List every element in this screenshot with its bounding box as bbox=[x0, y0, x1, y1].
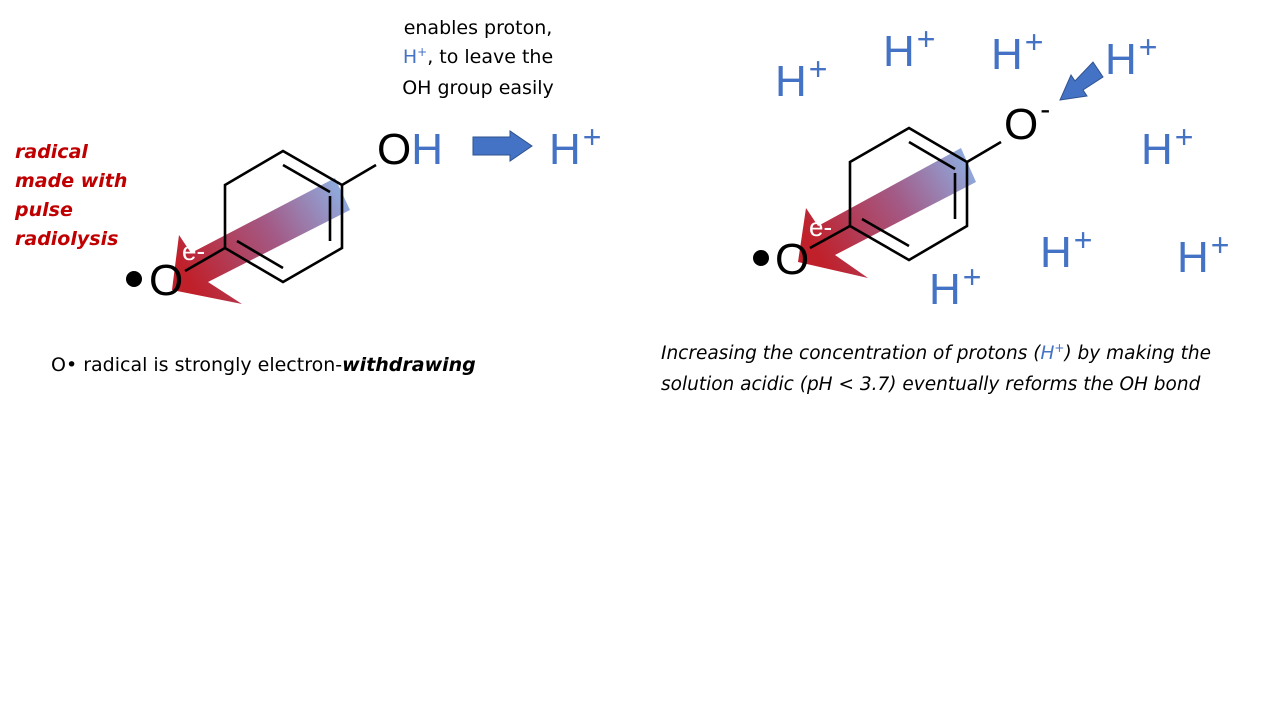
proton-symbol-plus: + bbox=[1054, 341, 1065, 355]
hydroxyl-group-left: OH bbox=[377, 128, 443, 172]
proton-plus: + bbox=[582, 119, 602, 155]
right-caption-line-1: Increasing the concentration of protons … bbox=[661, 341, 1212, 364]
proton-cloud-item: H+ bbox=[1141, 119, 1194, 174]
electron-label-right: e- bbox=[809, 212, 833, 242]
oxygen-atom-o-minus: O bbox=[1004, 100, 1039, 149]
left-caption: O• radical is strongly electron-withdraw… bbox=[51, 351, 476, 380]
bond-to-oh-left bbox=[341, 163, 377, 187]
proton-leaving-arrow bbox=[472, 130, 533, 162]
proton-symbol-h: H bbox=[402, 46, 418, 68]
radical-note: radical made with pulse radiolysis bbox=[15, 138, 127, 254]
electron-flow-arrow-left bbox=[172, 178, 350, 304]
electron-label-left: e- bbox=[182, 236, 206, 266]
bond-to-radical-o-right bbox=[809, 224, 851, 250]
released-proton: H+ bbox=[549, 121, 601, 174]
negative-charge: - bbox=[1040, 93, 1051, 126]
oxygen-atom-oh: O bbox=[377, 125, 412, 174]
enables-line-2-rest: , to leave the bbox=[427, 46, 554, 68]
proton-cloud-item: H+ bbox=[929, 259, 982, 314]
proton-cloud-item: H+ bbox=[1105, 29, 1158, 84]
radical-note-line: radical bbox=[15, 141, 88, 163]
radical-dot-right bbox=[753, 250, 769, 266]
enables-line-3: OH group easily bbox=[402, 77, 554, 99]
radical-note-line: radiolysis bbox=[15, 228, 119, 250]
left-caption-text: O• radical is strongly electron- bbox=[51, 354, 343, 376]
radical-note-line: pulse bbox=[15, 199, 73, 221]
electron-flow-arrow-right bbox=[798, 148, 976, 278]
radical-oxygen-left: O bbox=[149, 256, 184, 305]
right-caption-line-2: solution acidic (pH < 3.7) eventually re… bbox=[661, 374, 1201, 395]
proton-cloud-item: H+ bbox=[775, 51, 828, 106]
left-caption-emphasis: withdrawing bbox=[342, 354, 476, 376]
proton-cloud-item: H+ bbox=[883, 21, 936, 76]
bond-to-o-minus bbox=[966, 140, 1002, 164]
right-caption: Increasing the concentration of protons … bbox=[661, 339, 1211, 399]
radical-note-line: made with bbox=[15, 170, 128, 192]
phenoxide-oxygen: O- bbox=[1004, 95, 1050, 149]
proton-cloud-item: H+ bbox=[991, 24, 1044, 79]
radical-dot-left bbox=[126, 271, 142, 287]
hydrogen-atom-oh: H bbox=[411, 125, 444, 174]
enables-line-2: H+, to leave the bbox=[392, 43, 564, 74]
bond-to-radical-o-left bbox=[184, 246, 226, 273]
proton-cloud-item: H+ bbox=[1040, 222, 1093, 277]
proton-attack-arrow bbox=[1059, 61, 1104, 101]
proton-h: H bbox=[549, 125, 581, 174]
enables-line-1: enables proton, bbox=[403, 17, 553, 39]
proton-symbol-h: H bbox=[1040, 343, 1055, 364]
proton-cloud-item: H+ bbox=[1177, 227, 1230, 282]
enables-proton-note: enables proton, H+, to leave the OH grou… bbox=[392, 14, 564, 103]
proton-symbol-plus: + bbox=[417, 45, 428, 59]
radical-oxygen-right: O bbox=[775, 235, 810, 284]
